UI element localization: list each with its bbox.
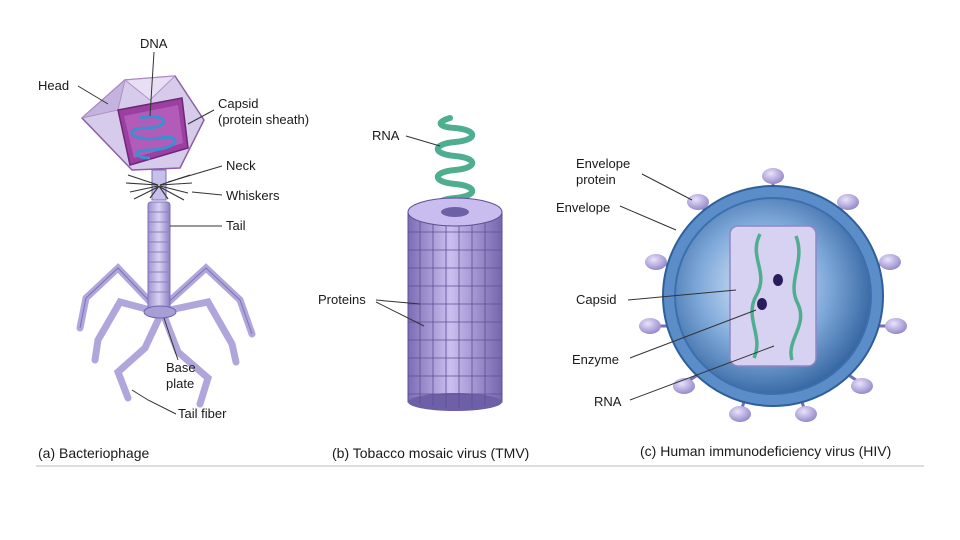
label-tail-fiber: Tail fiber <box>178 406 227 421</box>
label-base-plate-1: Base <box>166 360 196 375</box>
caption-hiv: (c) Human immunodeficiency virus (HIV) <box>640 443 891 459</box>
hiv-enzyme-1 <box>773 274 783 286</box>
tmv-panel: RNA Proteins (b) Tobacco mosaic virus (T… <box>318 118 529 461</box>
label-envelope-protein-2: protein <box>576 172 616 187</box>
label-whiskers: Whiskers <box>226 188 280 203</box>
label-enzyme: Enzyme <box>572 352 619 367</box>
bacteriophage-panel: DNA Head Capsid (protein sheath) Neck Wh… <box>38 36 309 461</box>
label-hiv-capsid: Capsid <box>576 292 616 307</box>
label-tmv-rna: RNA <box>372 128 400 143</box>
label-tmv-proteins: Proteins <box>318 292 366 307</box>
label-dna: DNA <box>140 36 168 51</box>
label-envelope: Envelope <box>556 200 610 215</box>
hiv-panel: Envelope protein Envelope Capsid Enzyme … <box>556 156 907 459</box>
hiv-enzyme-2 <box>757 298 767 310</box>
label-capsid-2: (protein sheath) <box>218 112 309 127</box>
hiv-capsid <box>730 226 816 366</box>
label-head: Head <box>38 78 69 93</box>
phage-tail <box>148 202 170 310</box>
label-envelope-protein-1: Envelope <box>576 156 630 171</box>
tmv-protein-rod <box>408 212 502 402</box>
label-base-plate-2: plate <box>166 376 194 391</box>
label-neck: Neck <box>226 158 256 173</box>
label-tail: Tail <box>226 218 246 233</box>
caption-bacteriophage: (a) Bacteriophage <box>38 445 150 461</box>
label-capsid-1: Capsid <box>218 96 258 111</box>
label-hiv-rna: RNA <box>594 394 622 409</box>
caption-tmv: (b) Tobacco mosaic virus (TMV) <box>332 445 529 461</box>
phage-base-plate <box>144 306 176 318</box>
